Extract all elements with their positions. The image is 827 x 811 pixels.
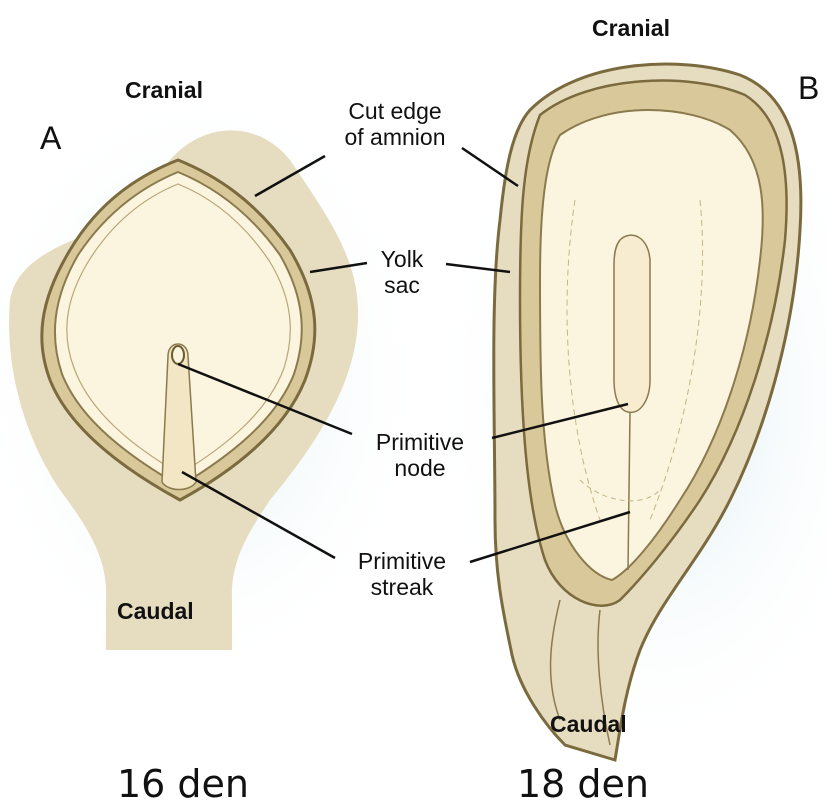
panel-a-letter: A [40, 122, 61, 154]
primitive-node-label: Primitive node [345, 429, 495, 481]
cranial-label-a: Cranial [125, 79, 203, 102]
background-glow-top [260, 0, 580, 30]
cut-edge-of-amnion-label: Cut edge of amnion [320, 98, 470, 150]
caudal-label-a: Caudal [117, 600, 194, 623]
primitive-streak-label: Primitive streak [327, 548, 477, 600]
caption-b: 18 den [517, 762, 649, 806]
primitive-node-a [172, 346, 184, 364]
yolk-sac-label: Yolk sac [362, 246, 442, 298]
neural-plate-b [614, 235, 650, 412]
caudal-label-b: Caudal [550, 713, 627, 736]
caption-a: 16 den [117, 762, 249, 806]
cranial-label-b: Cranial [592, 17, 670, 40]
panel-b-letter: B [798, 72, 819, 104]
